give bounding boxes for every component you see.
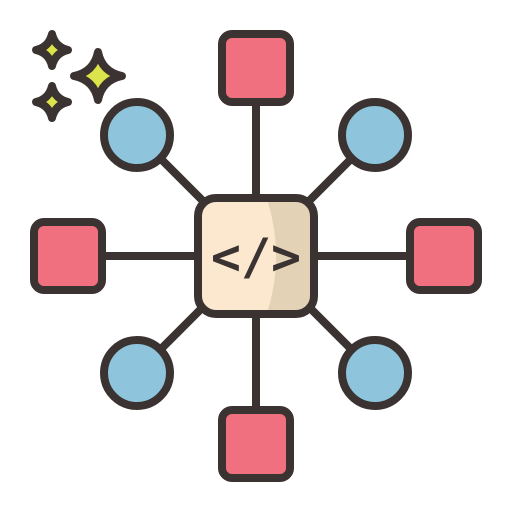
code-symbol: </> xyxy=(211,228,301,286)
code-block-outline xyxy=(194,194,318,318)
sparkle-icon xyxy=(32,30,72,70)
circle-nodes xyxy=(100,98,412,410)
circle-node-top-right xyxy=(338,98,412,172)
square-node-left xyxy=(30,218,106,294)
square-nodes xyxy=(30,30,482,482)
circle-node-bottom-right xyxy=(338,336,412,410)
square-node-bottom xyxy=(218,406,294,482)
square-node-right xyxy=(406,218,482,294)
code-block-shade xyxy=(268,202,310,310)
code-block: </> xyxy=(194,194,318,318)
sparkle-icon xyxy=(70,48,126,104)
sparkles xyxy=(32,30,126,122)
circle-node-top-left xyxy=(100,98,174,172)
circle-node-bottom-left xyxy=(100,336,174,410)
sparkle-icon xyxy=(32,82,72,122)
square-node-top xyxy=(218,30,294,106)
